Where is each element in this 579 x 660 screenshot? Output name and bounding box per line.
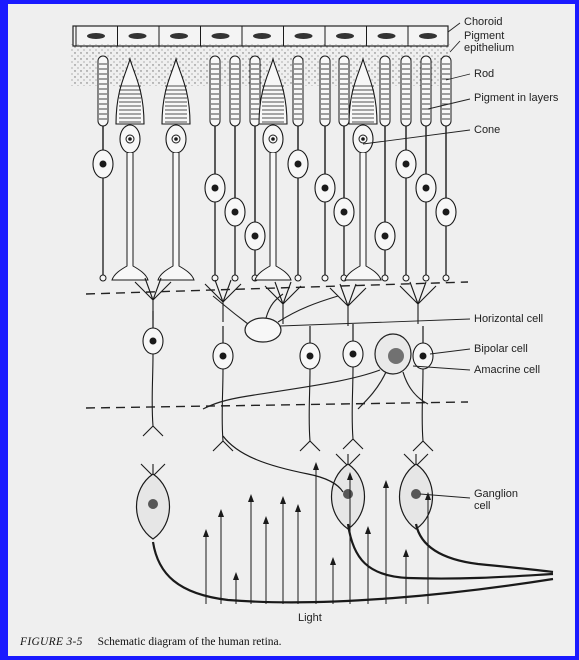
- label-bipolar-cell: Bipolar cell: [474, 343, 528, 355]
- horizontal-cell: [213, 294, 338, 342]
- light-arrows: [203, 462, 431, 604]
- rod: [416, 56, 436, 281]
- label-rod: Rod: [474, 68, 494, 80]
- label-light: Light: [298, 612, 322, 624]
- dendrite-tree: [330, 284, 366, 326]
- label-pigment-epithelium-2: epithelium: [464, 42, 514, 54]
- bipolar-cell: [213, 326, 233, 451]
- dendrite-tree: [205, 280, 241, 322]
- ganglion-cell: [332, 454, 554, 579]
- bipolar-cell: [413, 326, 433, 451]
- choroid-nucleus: [212, 33, 230, 39]
- bipolar-cell: [300, 326, 320, 451]
- choroid-layer: [73, 26, 448, 46]
- caption-figure-number: FIGURE 3-5: [20, 636, 83, 648]
- label-ganglion: Ganglion: [474, 488, 518, 500]
- label-choroid: Choroid: [464, 16, 503, 28]
- rod: [93, 56, 113, 281]
- connecting-fiber: [223, 436, 343, 492]
- figure-caption: FIGURE 3-5 Schematic diagram of the huma…: [20, 636, 282, 648]
- choroid-nucleus: [295, 33, 313, 39]
- rod: [315, 56, 335, 281]
- light-arrow: [248, 494, 254, 604]
- label-pigment-in-layers: Pigment in layers: [474, 92, 558, 104]
- choroid-nucleus: [336, 33, 354, 39]
- light-arrow: [233, 572, 239, 604]
- rod: [436, 56, 456, 281]
- choroid-nucleus: [87, 33, 105, 39]
- light-arrow: [203, 529, 209, 604]
- ganglion-cells: [137, 436, 554, 602]
- choroid-nucleus: [253, 33, 271, 39]
- rod: [396, 56, 416, 281]
- bipolar-cell: [143, 311, 163, 436]
- caption-text: Schematic diagram of the human retina.: [98, 636, 282, 648]
- synaptic-layer: [135, 278, 436, 326]
- dendrite-tree: [400, 282, 436, 324]
- light-arrow: [263, 516, 269, 604]
- label-ganglion-cell: cell: [474, 500, 491, 512]
- rod: [205, 56, 225, 281]
- light-arrow: [383, 480, 389, 604]
- label-pigment-epithelium-1: Pigment: [464, 30, 504, 42]
- light-arrow: [280, 496, 286, 604]
- cone: [158, 59, 194, 280]
- bipolar-cell: [343, 324, 363, 449]
- choroid-nucleus: [170, 33, 188, 39]
- cone: [112, 59, 148, 280]
- rod: [225, 56, 245, 281]
- ganglion-cell: [400, 454, 554, 572]
- rod: [288, 56, 308, 281]
- cone: [345, 59, 381, 280]
- label-amacrine-cell: Amacrine cell: [474, 364, 540, 376]
- choroid-nucleus: [419, 33, 437, 39]
- figure-page: Choroid Pigment epithelium Rod Pigment i…: [8, 4, 575, 656]
- light-arrow: [330, 557, 336, 604]
- rod: [334, 56, 354, 281]
- light-arrow: [313, 462, 319, 604]
- choroid-nucleus: [129, 33, 147, 39]
- inner-limiting-line: [86, 402, 468, 408]
- rod: [375, 56, 395, 281]
- bipolar-cells: [143, 311, 433, 451]
- choroid-nucleus: [378, 33, 396, 39]
- light-arrow: [295, 504, 301, 604]
- light-arrow: [218, 509, 224, 604]
- photoreceptors: [93, 56, 456, 281]
- label-horizontal-cell: Horizontal cell: [474, 313, 543, 325]
- label-cone: Cone: [474, 124, 500, 136]
